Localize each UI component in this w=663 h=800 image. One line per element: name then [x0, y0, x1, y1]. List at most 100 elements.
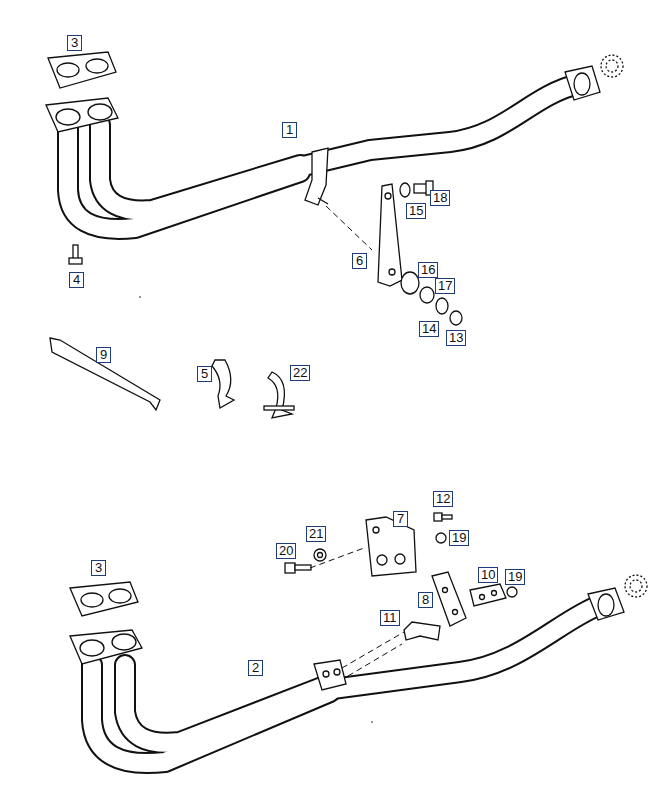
callout-number: 3: [91, 560, 106, 576]
drawing-part: [125, 665, 330, 743]
callout-number: 8: [418, 592, 433, 608]
callout-number: 7: [393, 511, 408, 527]
clamp: [268, 372, 292, 418]
drawing-part: [436, 298, 448, 314]
drawing-part: [492, 591, 497, 596]
callout-number: 9: [96, 347, 111, 363]
drawing-part: [46, 52, 647, 690]
drawing-part: [139, 296, 141, 298]
drawing-part: [326, 206, 372, 250]
plate: [470, 584, 506, 606]
shim: [404, 622, 440, 640]
clamp: [212, 360, 234, 408]
callout-number: 4: [69, 272, 84, 288]
plate: [432, 572, 466, 626]
drawing-part: [68, 125, 300, 229]
drawing-part: [436, 533, 446, 543]
drawing-part: [630, 580, 642, 592]
callout-number: 19: [449, 530, 469, 546]
flange: [70, 630, 142, 664]
drawing-part: [68, 84, 600, 763]
drawing-part: [480, 595, 485, 600]
drawing-part: [342, 632, 404, 668]
callout-number: 15: [406, 203, 426, 219]
end-flange: [565, 66, 600, 100]
drawing-part: [264, 406, 294, 410]
drawing-part: [310, 548, 364, 568]
pipe-fill: [92, 605, 600, 763]
callout-number: 13: [446, 330, 466, 346]
drawing-part: [295, 84, 578, 168]
drawing-part: [389, 269, 395, 275]
pipe-outline: [68, 84, 578, 229]
drawing-part: [507, 587, 517, 597]
gasket: [48, 52, 116, 88]
callout-number: 5: [197, 366, 212, 382]
drawing-part: [371, 721, 373, 723]
callout-number: 20: [276, 543, 296, 559]
drawing-part: [314, 549, 326, 561]
drawing-part: [400, 183, 410, 197]
drawing-part: [434, 513, 442, 521]
drawing-part: [323, 671, 329, 677]
drawing-part: [92, 665, 330, 763]
end-flange: [588, 588, 624, 620]
ring: [601, 55, 623, 77]
rubber-mount: [401, 272, 419, 294]
drawing-part: [80, 640, 104, 656]
callout-number: 14: [419, 321, 439, 337]
bracket: [366, 517, 416, 576]
pipe-bracket: [305, 148, 328, 205]
drawing-part: [295, 565, 311, 570]
drawing-part: [81, 593, 103, 607]
callout-number: 3: [67, 35, 82, 51]
drawing-part: [100, 125, 300, 210]
callout-number: 12: [433, 491, 453, 507]
drawing-part: [373, 527, 379, 533]
callout-number: 6: [352, 253, 367, 269]
drawing-part: [86, 59, 108, 73]
heat-shield-strip: [50, 338, 160, 410]
drawing-part: [92, 665, 330, 763]
callout-number: 19: [505, 569, 525, 585]
drawing-part: [69, 258, 82, 264]
callout-number: 21: [306, 526, 326, 542]
drawing-part: [334, 669, 340, 675]
gasket: [70, 582, 138, 616]
callout-number: 1: [282, 122, 297, 138]
pipe-bracket: [314, 660, 346, 690]
assembly-line: [310, 206, 404, 676]
drawing-part: [318, 553, 323, 558]
drawing-part: [125, 665, 330, 743]
drawing-part: [385, 193, 391, 199]
callout-number: 2: [248, 660, 263, 676]
drawing-part: [100, 125, 300, 210]
drawing-part: [318, 198, 328, 204]
callout-number: 18: [430, 190, 450, 206]
drawing-part: [377, 555, 387, 565]
ring: [625, 575, 647, 597]
callout-number: 16: [418, 262, 438, 278]
flange: [46, 98, 118, 132]
bracket: [378, 184, 402, 286]
drawing-part: [348, 644, 402, 676]
drawing-part: [598, 594, 614, 616]
pipe-outline: [92, 605, 600, 763]
pipe-fill: [68, 84, 578, 229]
drawing-part: [395, 554, 405, 564]
callout-number: 10: [478, 567, 498, 583]
drawing-part: [112, 634, 136, 650]
drawing-part: [56, 109, 80, 125]
drawing-part: [420, 287, 434, 303]
drawing-part: [285, 563, 295, 573]
callout-number: 22: [290, 365, 310, 381]
callout-number: 11: [380, 610, 400, 626]
drawing-part: [443, 588, 448, 593]
drawing-part: [57, 63, 79, 77]
drawing-part: [295, 84, 578, 168]
drawing-part: [606, 60, 618, 72]
callout-number: 17: [435, 278, 455, 294]
drawing-part: [88, 104, 112, 120]
drawing-part: [453, 610, 458, 615]
